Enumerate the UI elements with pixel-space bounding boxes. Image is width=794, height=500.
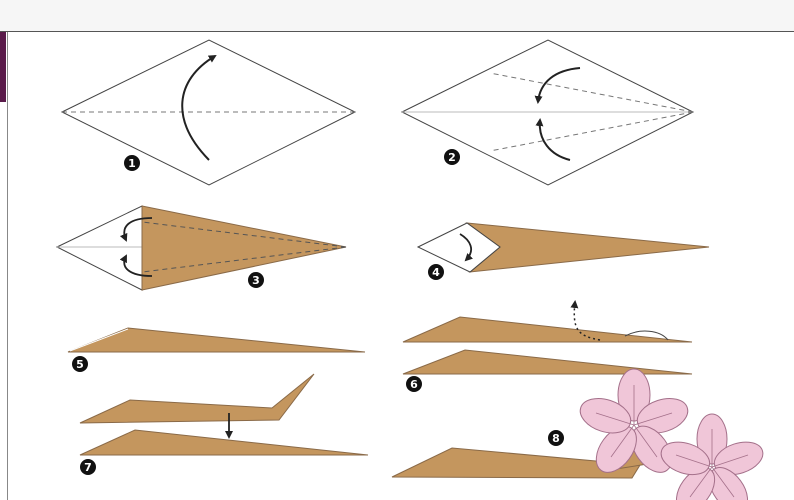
- step-3-left-flap: [55, 205, 143, 291]
- step-7-number: 7: [84, 461, 92, 474]
- step-1-fold-arrow: [181, 54, 217, 161]
- step-8-figure: [391, 368, 764, 500]
- step-6-figure: [402, 300, 693, 375]
- top-divider: [0, 31, 794, 32]
- step-7-bent-strip: [79, 373, 315, 424]
- step-5-edge-highlight: [69, 328, 129, 352]
- step-3-number: 3: [252, 274, 260, 287]
- left-divider: [7, 32, 8, 500]
- step-2-fold-line-bottom: [489, 111, 694, 152]
- step-4-fold-arrow: [459, 233, 474, 262]
- step-4-white-tip: [416, 222, 501, 273]
- step-5-badge: 5: [72, 356, 88, 372]
- step-6-upper-strip: [402, 316, 693, 343]
- blossom-lower: [660, 413, 764, 500]
- step-3-arrow-top: [119, 217, 153, 242]
- top-strip: [0, 0, 794, 32]
- step-4-badge: 4: [428, 264, 444, 280]
- step-2-arrow-down: [534, 67, 581, 104]
- step-2-figure: [400, 39, 695, 186]
- step-2-badge: 2: [444, 149, 460, 165]
- step-8-number: 8: [552, 432, 560, 445]
- step-5-number: 5: [76, 358, 84, 371]
- step-8-badge: 8: [548, 430, 564, 446]
- step-1-number: 1: [128, 157, 136, 170]
- step-6-crease-curve: [624, 330, 669, 341]
- step-2-fold-line-top: [489, 72, 694, 113]
- step-1-figure: [60, 39, 357, 186]
- step-6-badge: 6: [406, 376, 422, 392]
- step-7-figure: [79, 373, 369, 456]
- step-5-folded-strip: [67, 327, 366, 353]
- step-5-figure: [67, 327, 366, 353]
- step-3-badge: 3: [248, 272, 264, 288]
- step-2-arrow-up: [535, 118, 571, 161]
- blossom-upper: [579, 368, 689, 473]
- step-3-figure: [55, 205, 347, 291]
- step-6-number: 6: [410, 378, 418, 391]
- step-4-kite-body: [465, 222, 710, 273]
- step-3-kite-body: [141, 205, 347, 291]
- step-3-arrow-bottom: [119, 254, 153, 277]
- step-3-fold-line-top: [141, 221, 347, 248]
- step-6-lower-strip: [402, 349, 693, 375]
- step-1-badge: 1: [124, 155, 140, 171]
- accent-bar: [0, 32, 6, 102]
- step-3-fold-line-bottom: [141, 246, 347, 273]
- step-7-base-strip: [79, 429, 369, 456]
- step-7-badge: 7: [80, 459, 96, 475]
- step-4-figure: [416, 222, 710, 273]
- step-4-number: 4: [432, 266, 440, 279]
- step-2-number: 2: [448, 151, 456, 164]
